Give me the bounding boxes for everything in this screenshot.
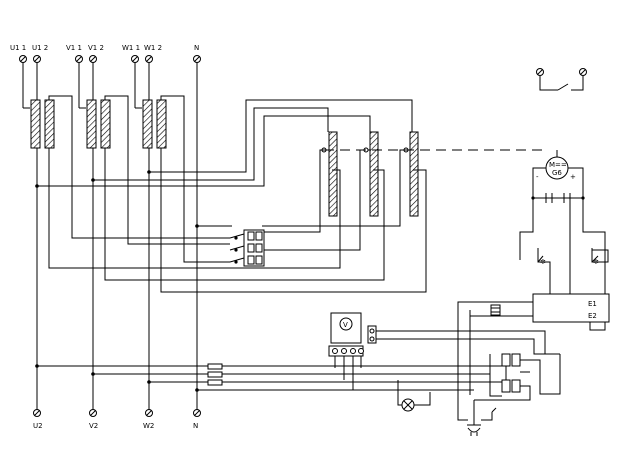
terminal-screw: [19, 55, 201, 63]
motor-sublabel: G6: [552, 169, 562, 177]
motor-plus: +: [570, 173, 576, 181]
terminal-label-v2: V2: [89, 422, 98, 430]
phase-bus-bottom: [35, 364, 502, 392]
control-unit: E1 E2: [532, 293, 610, 323]
limit-switches: ✲ ✲: [519, 198, 609, 331]
terminal-label-v1-1: V1 1: [66, 44, 82, 52]
control-label-1: E1: [588, 300, 597, 308]
terminal-label-w1-1: W1 1: [122, 44, 140, 52]
motor-minus: -: [536, 173, 539, 181]
rheostat-2: [363, 131, 379, 217]
coil-group-u: [30, 99, 55, 149]
terminal-label-u1-2: U1 2: [32, 44, 48, 52]
voltmeter-wiring: [334, 330, 560, 390]
terminal-screw: [33, 409, 201, 417]
control-transformer: [457, 301, 533, 317]
svg-text:✲: ✲: [593, 258, 599, 266]
terminal-label-w1-2: W1 2: [144, 44, 162, 52]
svg-text:✲: ✲: [540, 258, 546, 266]
voltmeter: V: [328, 312, 377, 357]
bottom-terminal-strip: U2 V2 W2 N: [33, 409, 201, 430]
coil-bridges: [48, 95, 427, 293]
coil-group-w: [142, 99, 167, 149]
terminal-label-w2: W2: [143, 422, 154, 430]
fuses: [207, 363, 223, 386]
rheostat-3: [403, 131, 419, 217]
ground-symbol: [467, 400, 497, 436]
voltmeter-label: V: [343, 321, 348, 329]
rheostat-1: [321, 131, 338, 217]
top-terminal-strip: U1 1 U1 2 V1 1 V1 2 W1 1 W1 2 N: [10, 44, 201, 63]
coil-group-v: [86, 99, 111, 149]
terminal-label-n-bottom: N: [193, 422, 198, 430]
indicator-lamp: [397, 390, 431, 412]
control-label-2: E2: [588, 312, 597, 320]
terminal-label-u1-1: U1 1: [10, 44, 26, 52]
limit-switch-top-right: [536, 68, 587, 91]
contactor-block: [457, 302, 561, 421]
terminal-label-v1-2: V1 2: [88, 44, 104, 52]
bus-wires: [35, 99, 413, 188]
switch-block: [229, 229, 265, 267]
terminal-label-n-top: N: [194, 44, 199, 52]
terminal-label-u2: U2: [33, 422, 43, 430]
motor: M== G6 - +: [531, 150, 585, 203]
motor-label: M==: [549, 161, 567, 169]
